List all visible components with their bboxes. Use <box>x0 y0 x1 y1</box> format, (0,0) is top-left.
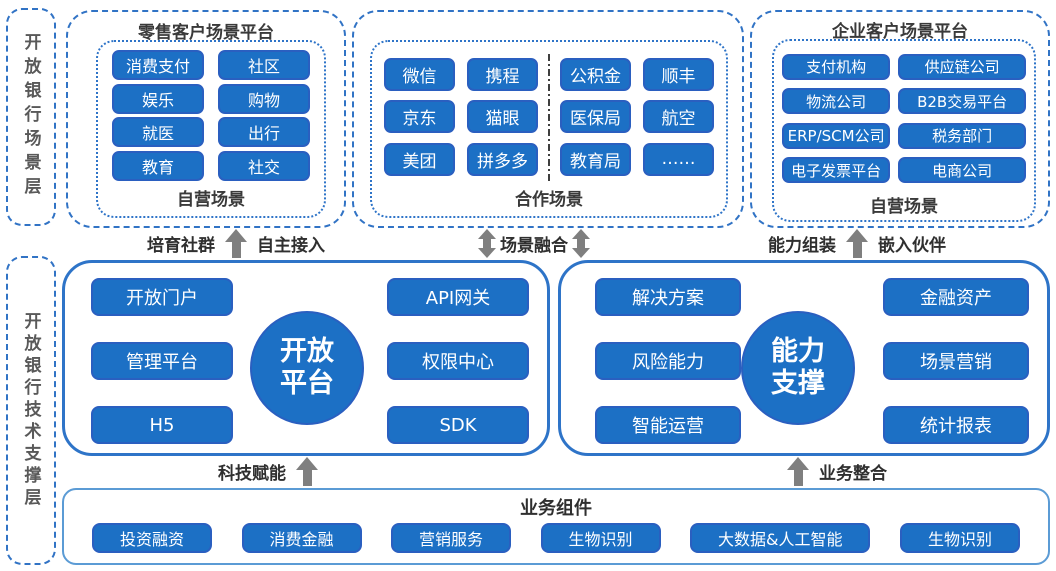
enterprise-scenario-title: 企业客户场景平台 <box>832 22 968 42</box>
self-access-label: 自主接入 <box>257 236 325 256</box>
scenario-node: 社交 <box>218 151 310 182</box>
cooperation-footer-label: 合作场景 <box>515 190 583 210</box>
scenario-node: 消费支付 <box>112 49 204 80</box>
business-components-box: 业务组件 投资融资 消费金融 营销服务 生物识别 大数据&人工智能 生物识别 <box>62 488 1050 565</box>
circle-text: 支撑 <box>771 368 825 399</box>
circle-text: 平台 <box>280 368 334 399</box>
connector-tech-enable: 科技赋能 <box>218 457 318 486</box>
partner-node: 航空 <box>643 100 714 133</box>
partner-node: 教育局 <box>560 142 631 176</box>
partner-node: 医保局 <box>560 100 631 133</box>
scenario-node: 娱乐 <box>112 83 204 114</box>
connector-business-integrate: 业务整合 <box>787 457 887 486</box>
scenario-layer-rail: 开放银行场景层 <box>6 8 56 226</box>
up-arrow-icon <box>787 457 809 486</box>
retail-footer-label: 自营场景 <box>177 190 245 210</box>
tech-layer-rail-label: 开放银行技术支撑层 <box>20 311 41 510</box>
partner-node: 拼多多 <box>467 142 538 176</box>
component-node: 消费金融 <box>241 522 362 553</box>
enterprise-footer-label: 自营场景 <box>870 197 938 217</box>
business-components-title: 业务组件 <box>520 498 592 519</box>
capability-node: 风险能力 <box>595 342 741 380</box>
enterprise-node: 电子发票平台 <box>782 157 891 184</box>
up-arrow-icon <box>225 229 247 258</box>
scenario-layer-rail-label: 开放银行场景层 <box>20 33 41 201</box>
open-platform-box: 开放门户 管理平台 H5 API网关 权限中心 SDK 开放 平台 <box>62 260 550 456</box>
connector-cultivate-access: 培育社群 自主接入 <box>147 229 325 258</box>
tech-node: 管理平台 <box>91 342 233 380</box>
partner-node: 美团 <box>384 142 455 176</box>
embed-partner-label: 嵌入伙伴 <box>878 236 946 256</box>
cultivate-label: 培育社群 <box>147 236 215 256</box>
cooperation-scenario-box: 微信 携程 京东 猫眼 美团 拼多多 公积金 顺丰 医保局 航空 教育局 …… … <box>352 10 744 228</box>
component-node: 生物识别 <box>540 522 661 553</box>
partner-node: 京东 <box>384 100 455 133</box>
scenario-node: 社区 <box>218 49 310 80</box>
scenario-node: 购物 <box>218 83 310 114</box>
tech-node: H5 <box>91 406 233 444</box>
capability-assembly-label: 能力组装 <box>768 236 836 256</box>
enterprise-node: 支付机构 <box>782 53 891 80</box>
scenario-node: 就医 <box>112 117 204 148</box>
partner-node: 携程 <box>467 57 538 91</box>
connector-scene-fusion: 场景融合 <box>478 229 590 258</box>
cooperation-divider <box>548 54 550 183</box>
tech-node: 权限中心 <box>387 342 529 380</box>
enterprise-node: 供应链公司 <box>898 53 1026 80</box>
capability-node: 场景营销 <box>883 342 1029 380</box>
retail-scenario-box: 零售客户场景平台 消费支付 社区 娱乐 购物 就医 出行 教育 社交 自营场景 <box>66 10 346 228</box>
capability-node: 统计报表 <box>883 406 1029 444</box>
tech-layer-rail: 开放银行技术支撑层 <box>6 256 56 565</box>
capability-support-box: 解决方案 风险能力 智能运营 金融资产 场景营销 统计报表 能力 支撑 <box>558 260 1050 456</box>
circle-text: 开放 <box>280 335 334 367</box>
capability-support-circle: 能力 支撑 <box>741 311 855 425</box>
cooperation-group: 微信 携程 京东 猫眼 美团 拼多多 公积金 顺丰 医保局 航空 教育局 …… … <box>370 40 728 218</box>
tech-enable-label: 科技赋能 <box>218 464 286 484</box>
partner-node: 顺丰 <box>643 57 714 91</box>
partner-node: 公积金 <box>560 57 631 91</box>
retail-self-run-group: 消费支付 社区 娱乐 购物 就医 出行 教育 社交 自营场景 <box>96 40 326 218</box>
tech-node: API网关 <box>387 278 529 316</box>
capability-node: 智能运营 <box>595 406 741 444</box>
enterprise-self-run-group: 支付机构 供应链公司 物流公司 B2B交易平台 ERP/SCM公司 税务部门 电… <box>772 39 1036 222</box>
component-node: 营销服务 <box>391 522 512 553</box>
retail-scenario-title: 零售客户场景平台 <box>138 23 274 43</box>
circle-text: 能力 <box>771 335 825 367</box>
capability-node: 金融资产 <box>883 278 1029 316</box>
connector-assembly-embed: 能力组装 嵌入伙伴 <box>768 229 946 258</box>
enterprise-node: 电商公司 <box>898 157 1026 184</box>
business-integrate-label: 业务整合 <box>819 464 887 484</box>
up-down-arrow-icon <box>572 229 590 258</box>
scene-fusion-label: 场景融合 <box>500 236 568 256</box>
tech-node: 开放门户 <box>91 278 233 316</box>
up-down-arrow-icon <box>478 229 496 258</box>
open-platform-circle: 开放 平台 <box>250 311 364 425</box>
scenario-node: 出行 <box>218 117 310 148</box>
enterprise-node: 物流公司 <box>782 88 891 115</box>
up-arrow-icon <box>846 229 868 258</box>
partner-node: 猫眼 <box>467 100 538 133</box>
partner-node: …… <box>643 142 714 176</box>
up-arrow-icon <box>296 457 318 486</box>
enterprise-node: 税务部门 <box>898 122 1026 149</box>
enterprise-node: B2B交易平台 <box>898 88 1026 115</box>
partner-node: 微信 <box>384 57 455 91</box>
tech-node: SDK <box>387 406 529 444</box>
component-node: 大数据&人工智能 <box>690 522 871 553</box>
enterprise-node: ERP/SCM公司 <box>782 122 891 149</box>
component-node: 投资融资 <box>92 522 213 553</box>
scenario-node: 教育 <box>112 151 204 182</box>
enterprise-scenario-box: 企业客户场景平台 支付机构 供应链公司 物流公司 B2B交易平台 ERP/SCM… <box>750 10 1050 228</box>
capability-node: 解决方案 <box>595 278 741 316</box>
component-node: 生物识别 <box>899 522 1020 553</box>
